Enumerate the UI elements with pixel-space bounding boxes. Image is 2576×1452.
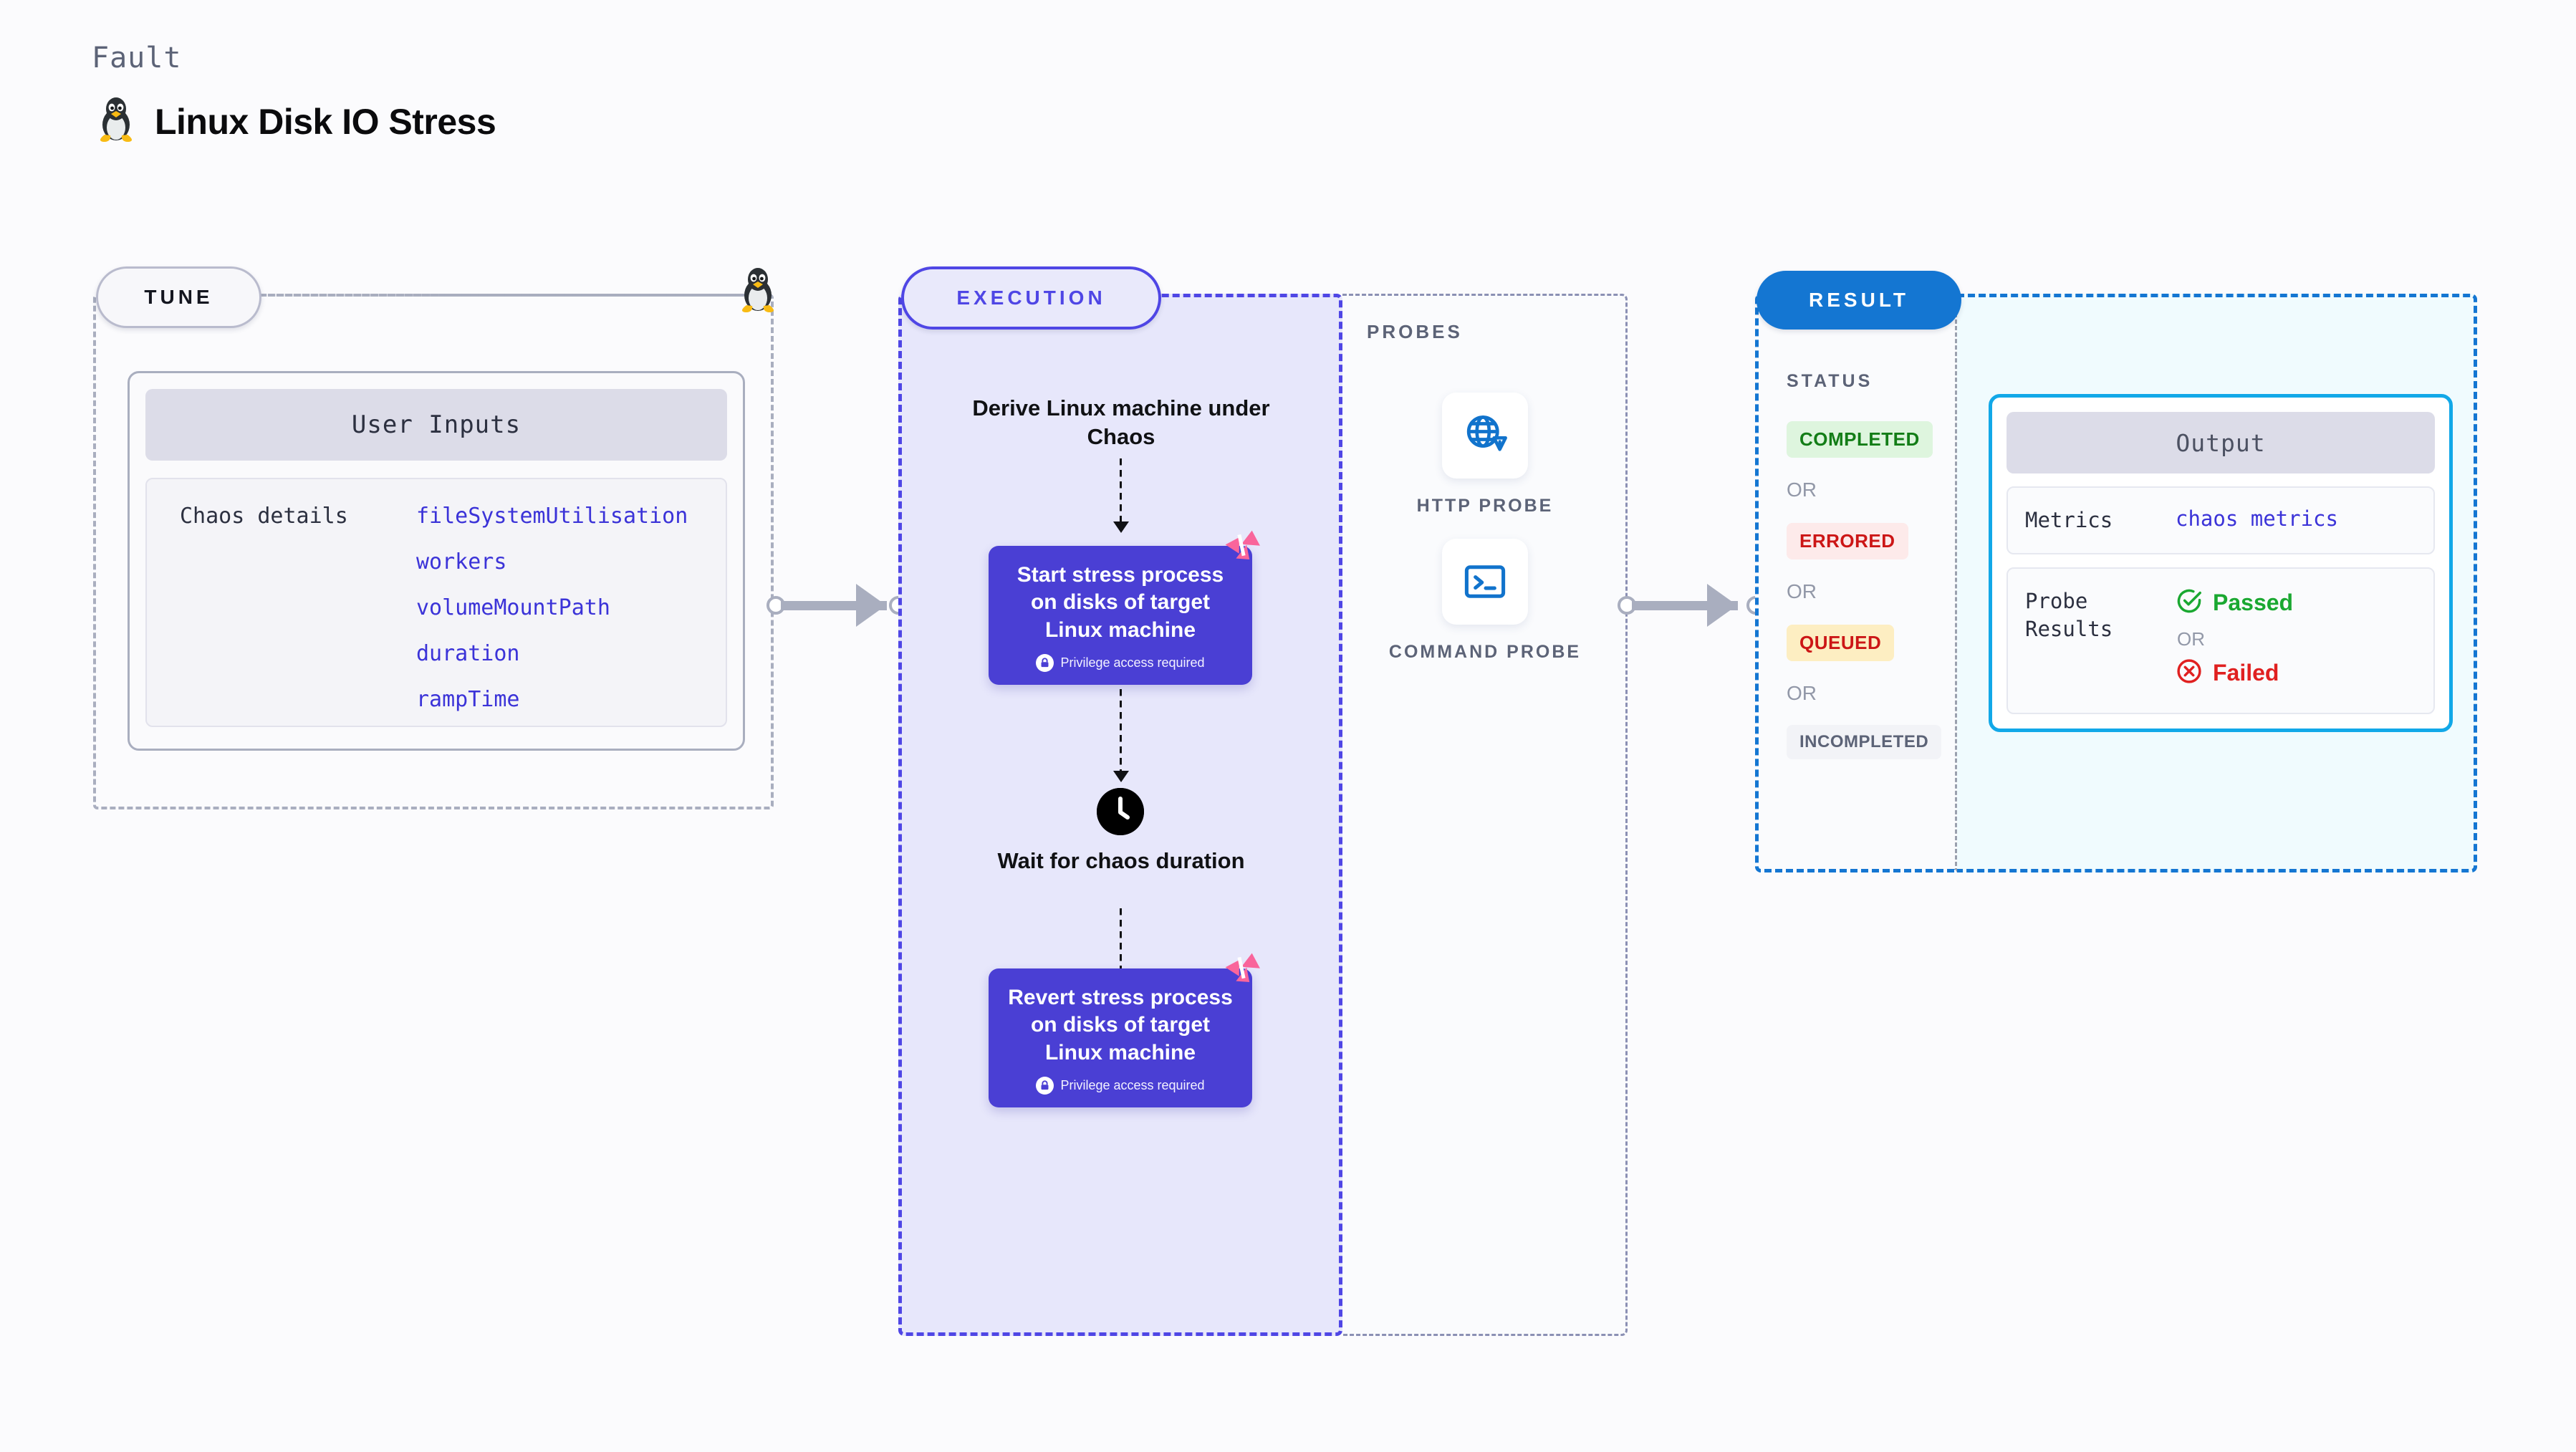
- linux-penguin-icon: [96, 96, 136, 147]
- probe-result-passed: Passed: [2176, 587, 2293, 618]
- probe-tile-http[interactable]: HTTP PROBE: [1381, 393, 1589, 519]
- param-workers[interactable]: workers: [416, 549, 507, 574]
- clock-icon: [1097, 788, 1144, 835]
- chaos-param-list: fileSystemUtilisation workers volumeMoun…: [416, 504, 688, 718]
- result-status-panel: [1755, 294, 1957, 872]
- status-or-3: OR: [1787, 682, 1817, 704]
- output-title: Output: [2007, 412, 2435, 473]
- probe-results-values: Passed OR Failed: [2176, 587, 2293, 688]
- revert-stress-card[interactable]: Revert stress process on disks of target…: [989, 953, 1260, 1108]
- user-inputs-card: User Inputs Chaos details fileSystemUtil…: [128, 371, 745, 751]
- probe-results-row: Probe Results Passed OR: [2007, 567, 2435, 715]
- status-badge-incompleted: INCOMPLETED: [1787, 725, 1942, 759]
- param-volumeMountPath[interactable]: volumeMountPath: [416, 595, 610, 620]
- probes-label: PROBES: [1367, 321, 1463, 342]
- terminal-icon: [1442, 539, 1528, 625]
- metrics-label: Metrics: [2025, 508, 2113, 532]
- revert-stress-privilege: Privilege access required: [1003, 1077, 1238, 1095]
- wait-step-label: Wait for chaos duration: [997, 848, 1245, 873]
- probe-result-failed-text: Failed: [2213, 660, 2279, 686]
- flow-arrowhead-2: [1113, 771, 1129, 782]
- revert-stress-privilege-text: Privilege access required: [1060, 1078, 1205, 1093]
- start-stress-card[interactable]: Start stress process on disks of target …: [989, 530, 1260, 686]
- globe-warning-icon: [1442, 393, 1528, 479]
- probe-result-failed: Failed: [2176, 658, 2293, 688]
- start-stress-privilege-text: Privilege access required: [1060, 655, 1205, 670]
- fault-title-row: Linux Disk IO Stress: [96, 96, 496, 147]
- probe-label-http: HTTP PROBE: [1416, 496, 1554, 516]
- page-header: Fault Linux Disk IO Stress: [92, 42, 496, 147]
- connector-arrow-exec-result: [1707, 584, 1737, 627]
- lock-icon: [1036, 654, 1054, 673]
- param-rampTime[interactable]: rampTime: [416, 687, 520, 712]
- param-duration[interactable]: duration: [416, 641, 520, 666]
- start-stress-title: Start stress process on disks of target …: [1017, 563, 1224, 642]
- linux-penguin-icon: [738, 266, 778, 317]
- status-badge-errored: ERRORED: [1787, 523, 1908, 559]
- metrics-row: Metrics chaos metrics: [2007, 486, 2435, 555]
- x-circle-icon: [2176, 658, 2203, 688]
- chaos-details-section: Chaos details fileSystemUtilisation work…: [145, 478, 727, 727]
- output-card: Output Metrics chaos metrics Probe Resul…: [1989, 394, 2453, 733]
- execution-badge[interactable]: EXECUTION: [901, 266, 1161, 330]
- param-fileSystemUtilisation[interactable]: fileSystemUtilisation: [416, 504, 688, 529]
- probe-tile-command[interactable]: COMMAND PROBE: [1381, 539, 1589, 665]
- tune-badge[interactable]: TUNE: [96, 266, 261, 328]
- flow-arrowhead-1: [1113, 521, 1129, 533]
- chaos-badge-icon: [1224, 529, 1268, 573]
- status-label: STATUS: [1787, 371, 1873, 391]
- chaos-badge-icon: [1224, 951, 1268, 996]
- probe-results-label: Probe Results: [2025, 589, 2113, 642]
- probe-label-command: COMMAND PROBE: [1388, 642, 1582, 662]
- user-inputs-title: User Inputs: [145, 389, 727, 461]
- flow-connector-3: [1120, 908, 1122, 974]
- connector-arrow-tune-exec: [856, 584, 886, 627]
- flow-connector-2: [1120, 689, 1122, 774]
- status-badge-completed: COMPLETED: [1787, 421, 1933, 458]
- page-title: Linux Disk IO Stress: [155, 101, 496, 142]
- probe-result-or: OR: [2177, 628, 2205, 650]
- lock-icon: [1036, 1077, 1054, 1095]
- fault-kicker: Fault: [92, 42, 182, 74]
- status-or-1: OR: [1787, 479, 1817, 501]
- status-or-2: OR: [1787, 580, 1817, 602]
- probe-result-passed-text: Passed: [2213, 590, 2294, 616]
- tune-top-dash: [259, 294, 761, 297]
- flow-connector-1: [1120, 458, 1122, 524]
- check-circle-icon: [2176, 587, 2203, 618]
- result-badge[interactable]: RESULT: [1756, 271, 1961, 330]
- start-stress-privilege: Privilege access required: [1003, 654, 1238, 673]
- status-badge-queued: QUEUED: [1787, 625, 1895, 661]
- revert-stress-title: Revert stress process on disks of target…: [1008, 986, 1233, 1064]
- derive-step-label: Derive Linux machine under Chaos: [972, 395, 1270, 449]
- chaos-details-label: Chaos details: [180, 504, 348, 529]
- metrics-value[interactable]: chaos metrics: [2176, 506, 2338, 531]
